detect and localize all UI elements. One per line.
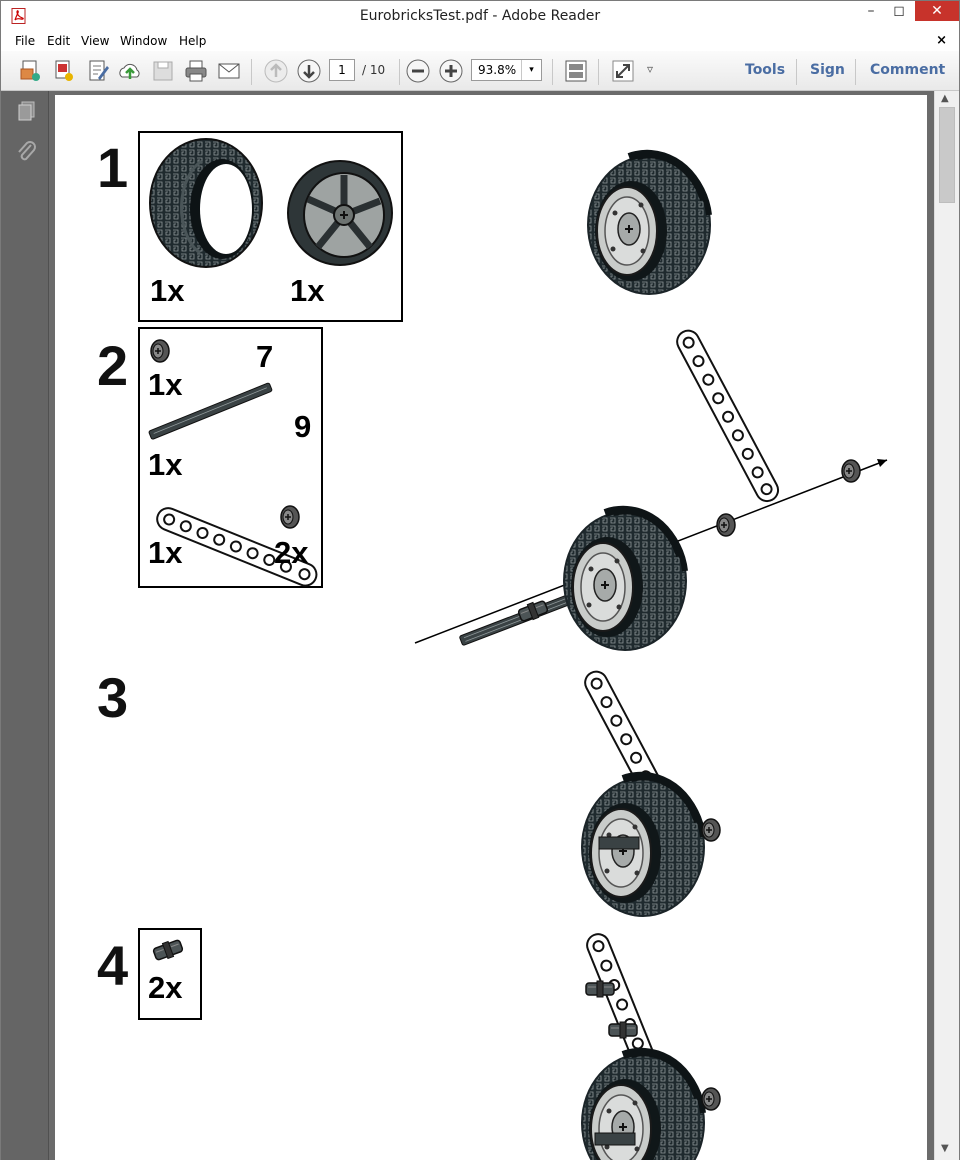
scroll-down-arrow[interactable]: ▼	[941, 1143, 949, 1154]
step2-axle-length: 7	[256, 339, 274, 374]
step-number-4: 4	[97, 934, 129, 997]
email-icon[interactable]	[216, 58, 242, 84]
window-title: EurobricksTest.pdf - Adobe Reader	[359, 8, 601, 24]
step2-small-bush-qty: 2x	[274, 535, 309, 570]
step2-axle-qty: 1x	[148, 447, 183, 482]
menu-bar: File Edit View Window Help ×	[1, 31, 959, 51]
step-number-1: 1	[97, 136, 129, 199]
step4-parts-box: 2x	[138, 928, 202, 1020]
menu-help[interactable]: Help	[179, 34, 207, 48]
step2-bush-qty: 1x	[148, 367, 183, 402]
step4-pin-qty: 2x	[148, 970, 183, 1005]
step1-tire-qty: 1x	[150, 273, 185, 308]
toolbar-separator	[552, 59, 553, 85]
rim-part	[287, 160, 393, 266]
page-number-input[interactable]	[329, 59, 355, 81]
edit-icon[interactable]	[85, 58, 111, 84]
tire-part	[149, 138, 263, 268]
step-number-3: 3	[97, 666, 129, 729]
step2-beam-qty: 1x	[148, 535, 183, 570]
save-icon[interactable]	[150, 58, 176, 84]
pin-part	[151, 936, 185, 964]
tools-pane-button[interactable]: Tools	[745, 62, 786, 78]
scroll-up-arrow[interactable]: ▲	[941, 93, 949, 104]
minimize-button[interactable]: –	[867, 3, 875, 19]
step2-exploded-assembly	[414, 325, 888, 651]
pdf-page: 1 2 3 4	[55, 95, 927, 1160]
toolbar-separator	[399, 59, 400, 85]
step1-rim-qty: 1x	[290, 273, 325, 308]
step2-beam-length: 9	[294, 409, 312, 444]
bush-part	[150, 339, 170, 363]
document-pane: 1 2 3 4	[49, 91, 934, 1160]
menu-window[interactable]: Window	[120, 34, 168, 48]
close-button[interactable]: ✕	[915, 1, 959, 21]
toolbar-separator	[855, 59, 856, 85]
print-icon[interactable]	[183, 58, 209, 84]
prev-page-icon[interactable]	[263, 58, 289, 84]
zoom-out-icon[interactable]	[405, 58, 431, 84]
step1-assembled-wheel	[587, 154, 711, 295]
scroll-thumb[interactable]	[939, 107, 955, 203]
step-number-2: 2	[97, 334, 129, 397]
title-bar: EurobricksTest.pdf - Adobe Reader – ◻ ✕	[1, 1, 959, 31]
pages-icon[interactable]	[15, 99, 39, 123]
toolbar-separator	[251, 59, 252, 85]
vertical-scrollbar[interactable]: ▲ ▼	[934, 91, 959, 1160]
instruction-illustration	[414, 95, 888, 1160]
upload-icon[interactable]	[117, 58, 143, 84]
step3-assembly	[581, 666, 721, 917]
toolbar-separator	[598, 59, 599, 85]
zoom-value: 93.8%	[478, 63, 517, 77]
step2-parts-box: 7 1x 9 1x 1x 2x	[138, 327, 323, 588]
fullscreen-icon[interactable]	[610, 58, 636, 84]
zoom-select[interactable]: 93.8% ▾	[471, 59, 542, 81]
menu-file[interactable]: File	[15, 34, 36, 48]
step1-parts-box: 1x 1x	[138, 131, 403, 322]
zoom-dropdown-arrow[interactable]: ▾	[521, 60, 541, 80]
step4-assembly	[581, 929, 721, 1160]
maximize-button[interactable]: ◻	[893, 3, 905, 19]
small-bush-part	[280, 505, 300, 529]
fit-page-icon[interactable]	[563, 58, 589, 84]
axle-part	[148, 382, 273, 440]
toolbar-separator	[796, 59, 797, 85]
attachments-icon[interactable]	[15, 139, 39, 165]
sign-pane-button[interactable]: Sign	[810, 62, 845, 78]
adobe-reader-icon	[11, 8, 26, 24]
next-page-icon[interactable]	[296, 58, 322, 84]
more-tools-dropdown[interactable]: ▿	[647, 62, 654, 76]
navigation-pane	[1, 91, 49, 1160]
step2-parts-illustration	[148, 339, 318, 587]
zoom-in-icon[interactable]	[438, 58, 464, 84]
open-icon[interactable]	[51, 58, 77, 84]
page-total: / 10	[362, 63, 386, 77]
comment-pane-button[interactable]: Comment	[870, 62, 946, 78]
create-pdf-icon[interactable]	[18, 58, 44, 84]
menu-view[interactable]: View	[81, 34, 110, 48]
beam-part	[156, 507, 318, 587]
step1-parts-illustration	[149, 138, 393, 268]
close-document-button[interactable]: ×	[936, 33, 947, 48]
menu-edit[interactable]: Edit	[47, 34, 71, 48]
